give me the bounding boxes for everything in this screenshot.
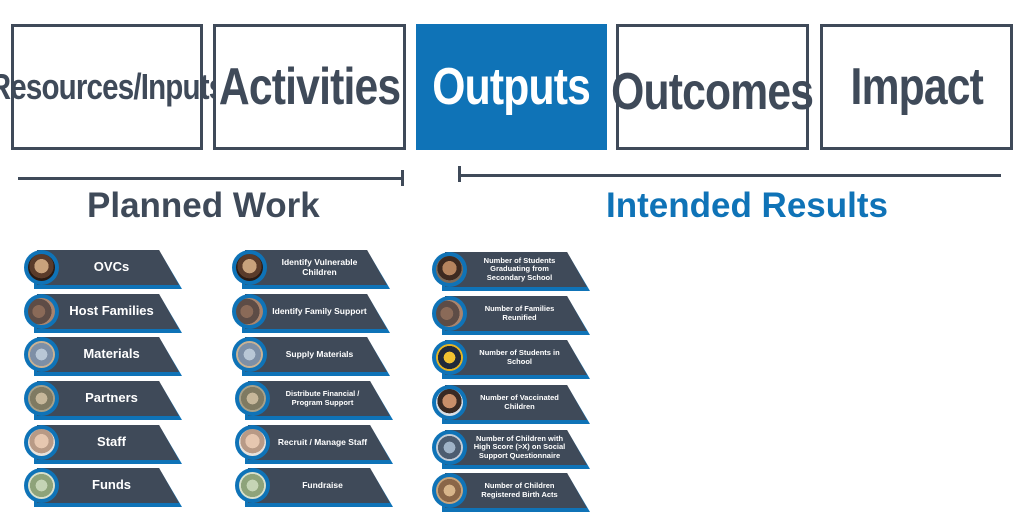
resource-label: Funds	[92, 477, 131, 493]
resource-label: Materials	[83, 346, 140, 362]
birth-registration-photo-icon	[436, 477, 463, 504]
stage-impact: Impact	[820, 24, 1013, 150]
stage-resources-inputs: Resources/Inputs	[0, 24, 225, 150]
output-label: Number of Students in School	[479, 347, 560, 366]
school-photo-icon	[436, 344, 463, 371]
output-item: Number of Children with High Score (>X) …	[432, 430, 590, 469]
questionnaire-photo-icon	[436, 434, 463, 461]
money-photo-icon	[28, 472, 55, 499]
family-photo-icon	[236, 298, 263, 325]
resource-label: Host Families	[69, 303, 154, 319]
output-label: Number of Vaccinated Children	[480, 392, 559, 411]
intended-results-bracket	[458, 174, 1001, 177]
output-item: Number of Students Graduating from Secon…	[432, 252, 590, 291]
resource-item: Funds	[24, 468, 182, 507]
output-item: Number of Families Reunified	[432, 296, 590, 335]
partners-photo-icon	[28, 385, 55, 412]
money-photo-icon	[239, 472, 266, 499]
resource-label: Staff	[97, 434, 126, 450]
family-photo-icon	[28, 298, 55, 325]
resource-item: Staff	[24, 425, 182, 464]
resource-item: OVCs	[24, 250, 182, 289]
activity-item: Supply Materials	[232, 337, 390, 376]
stage-activities: Activities	[213, 24, 406, 150]
activity-item: Identify Vulnerable Children	[232, 250, 390, 289]
resource-item: Materials	[24, 337, 182, 376]
output-label: Number of Children Registered Birth Acts	[481, 480, 558, 499]
stage-outcomes: Outcomes	[612, 24, 814, 150]
partners-photo-icon	[239, 385, 266, 412]
output-label: Number of Families Reunified	[484, 303, 555, 322]
child-photo-icon	[28, 254, 55, 281]
output-item: Number of Children Registered Birth Acts	[432, 473, 590, 512]
output-label: Number of Students Graduating from Secon…	[483, 255, 556, 282]
planned-work-bracket-end	[401, 170, 404, 186]
stage-label: Activities	[218, 58, 401, 116]
resource-label: Partners	[85, 390, 138, 406]
stage-label: Outcomes	[611, 63, 815, 121]
activity-label: Recruit / Manage Staff	[277, 436, 368, 447]
activity-item: Distribute Financial / Program Support	[235, 381, 393, 420]
activity-label: Distribute Financial / Program Support	[285, 388, 360, 407]
vaccination-photo-icon	[436, 389, 463, 416]
planned-work-title: Planned Work	[87, 186, 320, 225]
resource-label: OVCs	[93, 259, 130, 275]
staff-photo-icon	[28, 429, 55, 456]
activity-item: Recruit / Manage Staff	[235, 425, 393, 464]
stage-label: Outputs	[432, 58, 592, 116]
materials-photo-icon	[28, 341, 55, 368]
graduate-photo-icon	[436, 256, 463, 283]
activity-label: Supply Materials	[285, 348, 354, 359]
child-photo-icon	[236, 254, 263, 281]
family-photo-icon	[436, 300, 463, 327]
activity-label: Identify Family Support	[272, 305, 367, 316]
activity-item: Identify Family Support	[232, 294, 390, 333]
activity-label: Identify Vulnerable Children	[281, 256, 358, 277]
intended-results-bracket-end	[458, 166, 461, 182]
output-label: Number of Children with High Score (>X) …	[473, 433, 566, 460]
resource-item: Partners	[24, 381, 182, 420]
resource-item: Host Families	[24, 294, 182, 333]
output-item: Number of Vaccinated Children	[432, 385, 590, 424]
activity-label: Fundraise	[302, 479, 343, 490]
stage-label: Resources/Inputs	[0, 66, 225, 107]
stage-outputs: Outputs	[416, 24, 607, 150]
materials-photo-icon	[236, 341, 263, 368]
staff-photo-icon	[239, 429, 266, 456]
planned-work-bracket	[18, 177, 403, 180]
stage-label: Impact	[850, 58, 983, 116]
activity-item: Fundraise	[235, 468, 393, 507]
intended-results-title: Intended Results	[606, 186, 888, 225]
output-item: Number of Students in School	[432, 340, 590, 379]
